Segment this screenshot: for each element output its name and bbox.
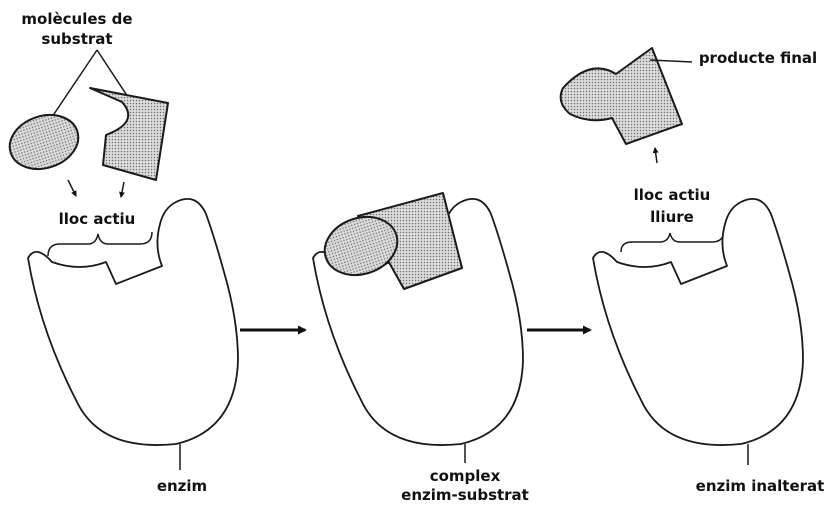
- final-product-shape: [561, 48, 682, 144]
- substrate-molecules-label-line2: substrat: [41, 30, 112, 48]
- product-release-arrow: [655, 148, 657, 163]
- unaltered-enzyme-label: enzim inalterat: [696, 477, 825, 495]
- free-active-site-label-line2: lliure: [650, 208, 694, 226]
- active-site-brace: [48, 232, 152, 256]
- enzyme-label: enzim: [157, 477, 207, 495]
- substrate-arrow-left: [68, 180, 76, 196]
- active-site-label: lloc actiu: [59, 210, 136, 228]
- enzyme-shape-3: [593, 199, 803, 445]
- free-active-site-brace: [621, 230, 724, 252]
- stage-1: molècules de substrat lloc actiu enzim: [3, 10, 238, 495]
- stage-3: producte final lloc actiu lliure enzim i…: [561, 48, 825, 495]
- enzyme-shape-1: [28, 199, 238, 445]
- complex-label-line1: complex: [430, 467, 501, 485]
- complex-label-line2: enzim-substrat: [401, 486, 529, 504]
- substrate-arrow-right: [121, 182, 124, 197]
- stage-2: complex enzim-substrat: [313, 193, 529, 504]
- free-active-site-label-line1: lloc actiu: [634, 186, 711, 204]
- substrate-square: [90, 88, 168, 180]
- substrate-pointer-left: [50, 50, 97, 120]
- substrate-oval: [3, 106, 86, 177]
- final-product-label: producte final: [699, 49, 817, 67]
- substrate-molecules-label-line1: molècules de: [21, 10, 132, 28]
